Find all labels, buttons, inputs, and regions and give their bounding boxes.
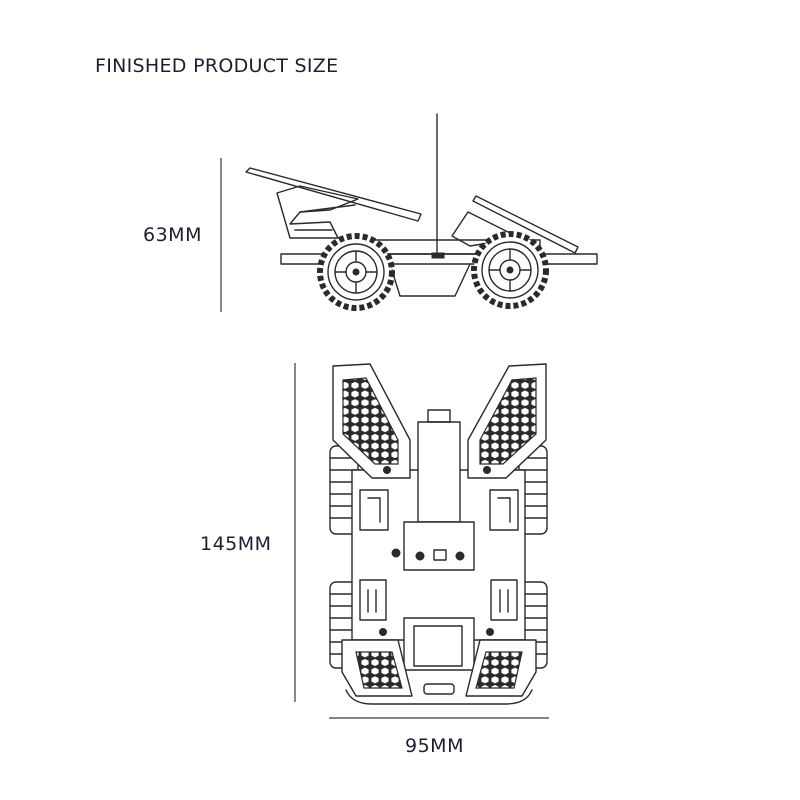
rear-frame-details xyxy=(294,204,356,231)
rear-right-hex-grille xyxy=(479,377,537,465)
width-dimension-label: 95MM xyxy=(405,735,464,757)
screw xyxy=(379,628,387,636)
screw xyxy=(483,466,491,474)
screw xyxy=(415,551,425,561)
rear-wheel xyxy=(317,233,395,311)
left-rear-bracket xyxy=(359,489,389,531)
control-board xyxy=(403,521,475,571)
screw xyxy=(455,551,465,561)
screw xyxy=(383,466,391,474)
front-wing xyxy=(472,195,579,254)
front-right-hex-grille xyxy=(475,651,523,689)
right-rear-bracket xyxy=(489,489,519,531)
side-view-car xyxy=(245,113,598,311)
rear-wing xyxy=(245,167,422,222)
length-dimension-label: 145MM xyxy=(200,533,272,555)
battery-cap xyxy=(427,409,451,423)
right-front-bracket xyxy=(490,579,518,621)
top-view-car xyxy=(329,363,548,705)
page-title: FINISHED PRODUCT SIZE xyxy=(95,55,339,77)
front-bumper xyxy=(345,689,533,705)
screw xyxy=(391,548,401,558)
front-wheel xyxy=(471,231,549,309)
front-left-hex-grille xyxy=(355,651,403,689)
left-front-bracket xyxy=(359,579,387,621)
bumper-slot xyxy=(423,683,455,695)
front-nose-cap xyxy=(413,625,463,667)
battery-box xyxy=(417,421,461,523)
screw xyxy=(486,628,494,636)
rear-left-hex-grille xyxy=(342,377,399,465)
underbody xyxy=(389,263,471,297)
motor-block xyxy=(431,252,445,259)
switch xyxy=(433,549,447,561)
height-dimension-label: 63MM xyxy=(143,224,202,246)
rear-frame xyxy=(276,185,359,239)
